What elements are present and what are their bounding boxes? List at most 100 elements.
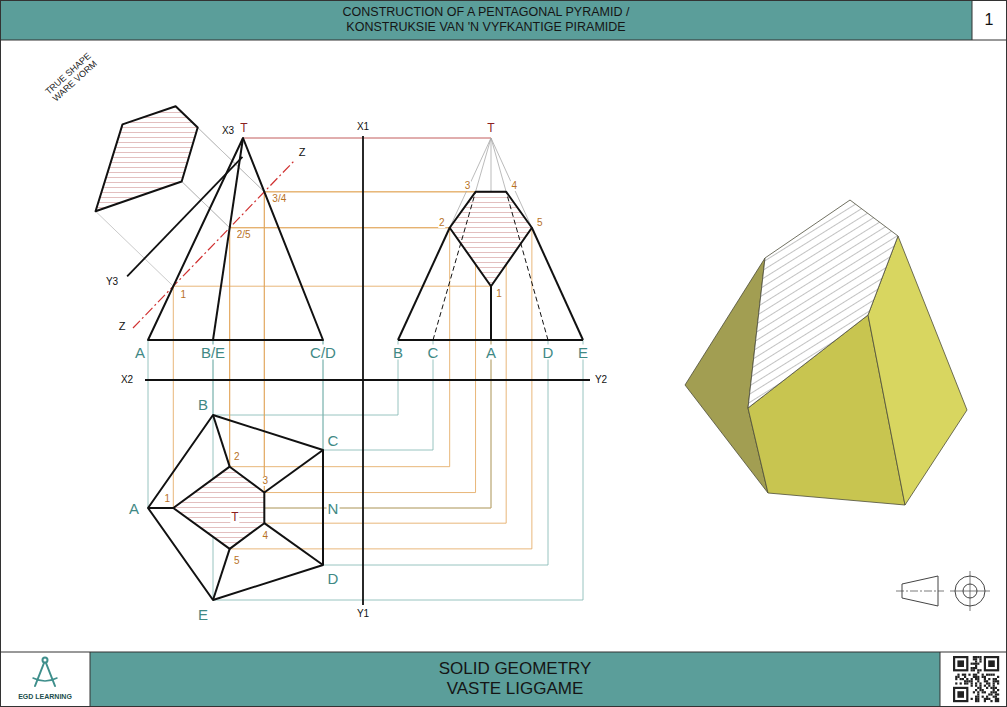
section-outline [450, 192, 532, 286]
qr-module [977, 700, 979, 702]
qr-module [988, 685, 990, 687]
qr-module [964, 682, 966, 684]
sheet-caption: SOLID GEOMETRY VASTE LIGGAME [425, 659, 605, 699]
side-view-edge [532, 228, 583, 340]
qr-module [993, 691, 995, 693]
removed-edge [491, 138, 506, 192]
qr-module [977, 663, 979, 665]
qr-module [997, 689, 999, 691]
qr-module [984, 678, 986, 680]
projector-line [148, 340, 491, 508]
cutting-plane-label: Z [118, 321, 127, 332]
qr-module [955, 676, 957, 678]
top-view-edge [213, 549, 230, 600]
qr-module [986, 680, 988, 682]
section-hatch [173, 467, 264, 549]
qr-module [990, 691, 992, 693]
point-number: 1 [495, 289, 503, 299]
side-view-edge [490, 286, 492, 340]
qr-finder [957, 660, 964, 667]
qr-module [977, 691, 979, 693]
qr-module [993, 696, 995, 698]
logo-compass-leg [35, 663, 44, 686]
qr-module [979, 658, 981, 660]
projection-symbol-centre-line [970, 571, 971, 611]
qr-module [973, 667, 975, 669]
qr-code [951, 654, 1001, 704]
qr-module [977, 696, 979, 698]
top-view-edge [264, 450, 323, 493]
vertex-letter: D [542, 345, 555, 360]
hidden-edge [433, 192, 476, 340]
apex-projector [243, 138, 491, 139]
reference-line-label: Y1 [356, 609, 370, 619]
vertex-letter: A [134, 345, 146, 360]
projector-line [148, 340, 149, 508]
apex-label: T [239, 122, 248, 134]
qr-module [993, 689, 995, 691]
qr-module [975, 696, 977, 698]
qr-module [960, 678, 962, 680]
projection-symbol [896, 571, 990, 611]
vertex-letter: E [197, 607, 209, 622]
qr-finder [955, 689, 966, 700]
pictorial-view [685, 200, 967, 505]
qr-module [971, 680, 973, 682]
qr-module [982, 691, 984, 693]
qr-module [997, 680, 999, 682]
hidden-edge [506, 192, 548, 340]
qr-module [975, 663, 977, 665]
qr-module [988, 674, 990, 676]
point-number: 5 [536, 218, 544, 228]
qr-module [995, 680, 997, 682]
qr-module [971, 685, 973, 687]
qr-module [966, 678, 968, 680]
vertex-letter: A [485, 345, 497, 360]
point-number: 4 [510, 181, 518, 191]
qr-module [975, 682, 977, 684]
removed-edge [476, 138, 491, 192]
reference-line-label: Y2 [594, 375, 608, 385]
qr-module [979, 669, 981, 671]
qr-module [975, 700, 977, 702]
qr-module [997, 700, 999, 702]
qr-module [975, 689, 977, 691]
point-number: 3 [262, 476, 270, 486]
qr-module [975, 698, 977, 700]
qr-module [995, 693, 997, 695]
qr-module [995, 698, 997, 700]
reference-line [145, 379, 590, 381]
qr-module [973, 656, 975, 658]
point-number: 3 [464, 181, 472, 191]
qr-module [995, 678, 997, 680]
qr-module [993, 680, 995, 682]
qr-module [990, 693, 992, 695]
apex-label: T [230, 511, 239, 523]
qr-module [971, 678, 973, 680]
qr-module [990, 687, 992, 689]
vertex-letter: C/D [309, 345, 337, 360]
qr-module [995, 696, 997, 698]
reference-line [362, 136, 364, 605]
qr-module [977, 698, 979, 700]
qr-module [977, 656, 979, 658]
qr-module [984, 698, 986, 700]
qr-module [982, 696, 984, 698]
projector-line [264, 192, 475, 493]
qr-module [975, 665, 977, 667]
qr-finder [984, 656, 999, 671]
cutting-plane-label: Z [298, 147, 307, 158]
pictorial-cut-face [748, 200, 898, 408]
footer-rule [0, 652, 1007, 653]
qr-module [997, 698, 999, 700]
qr-module [977, 687, 979, 689]
qr-module [975, 656, 977, 658]
qr-module [979, 660, 981, 662]
qr-finder [957, 691, 964, 698]
qr-module [993, 685, 995, 687]
qr-module [979, 682, 981, 684]
point-number: 1 [164, 494, 172, 504]
logo-compass-arc [33, 678, 57, 681]
reference-line-label: X3 [221, 126, 235, 136]
